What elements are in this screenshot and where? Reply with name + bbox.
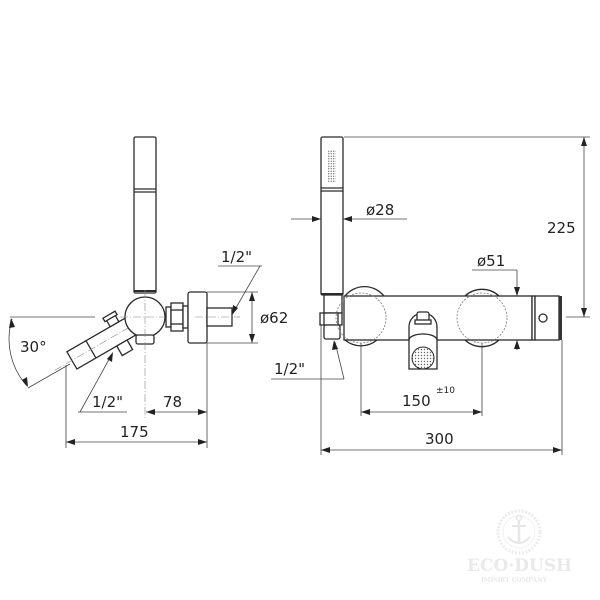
front-handshower xyxy=(320,136,344,296)
dim-angle: 30° xyxy=(8,316,95,389)
watermark-brand: ECO·DUSH xyxy=(467,556,572,576)
mixer-body xyxy=(343,295,533,341)
width-300-label: 300 xyxy=(425,430,454,448)
leader-inlet-bottom: 1/2" xyxy=(78,352,127,413)
dim-150: 150 ±10 xyxy=(360,343,483,416)
outlet-label: 1/2" xyxy=(274,360,305,378)
leader-outlet: 1/2" xyxy=(271,340,345,380)
dim-handshower-diameter: ø28 xyxy=(291,201,407,222)
dim-body-diameter: ø51 xyxy=(472,252,520,350)
dim-300: 300 xyxy=(320,325,563,455)
dim-175: 175 xyxy=(65,365,207,448)
anchor-icon xyxy=(496,509,542,555)
flange-diameter-label: ø62 xyxy=(260,309,288,327)
inlet-bottom-label: 1/2" xyxy=(92,393,123,411)
centers-label: 150 xyxy=(402,392,431,410)
leader-inlet-top: 1/2" xyxy=(218,248,262,315)
side-nut xyxy=(165,302,189,332)
body-diameter-label: ø51 xyxy=(477,252,505,270)
dim-225: 225 xyxy=(344,136,590,318)
side-handshower xyxy=(133,136,157,294)
watermark-tagline: IMPORT COMPANY xyxy=(481,577,547,584)
angle-label: 30° xyxy=(20,338,47,356)
dim-flange-diameter: ø62 xyxy=(207,291,288,344)
handshower-diameter-label: ø28 xyxy=(366,201,394,219)
centers-tolerance-label: ±10 xyxy=(436,386,455,396)
dim-78: 78 xyxy=(146,343,208,448)
depth-175-label: 175 xyxy=(120,423,149,441)
front-view: ø28 ø51 225 1/2" xyxy=(271,136,590,455)
height-225-label: 225 xyxy=(547,219,576,237)
side-angled-spout xyxy=(54,310,146,371)
side-wall-flange xyxy=(187,291,208,344)
inlet-top-label: 1/2" xyxy=(221,248,252,266)
thermostatic-knob xyxy=(531,295,562,341)
front-hose-connector xyxy=(319,294,343,340)
side-view: ø62 1/2" 30° 1/2" xyxy=(8,136,288,448)
depth-78-label: 78 xyxy=(163,393,182,411)
watermark: ECO·DUSH IMPORT COMPANY xyxy=(467,509,572,584)
front-spout xyxy=(408,311,438,370)
